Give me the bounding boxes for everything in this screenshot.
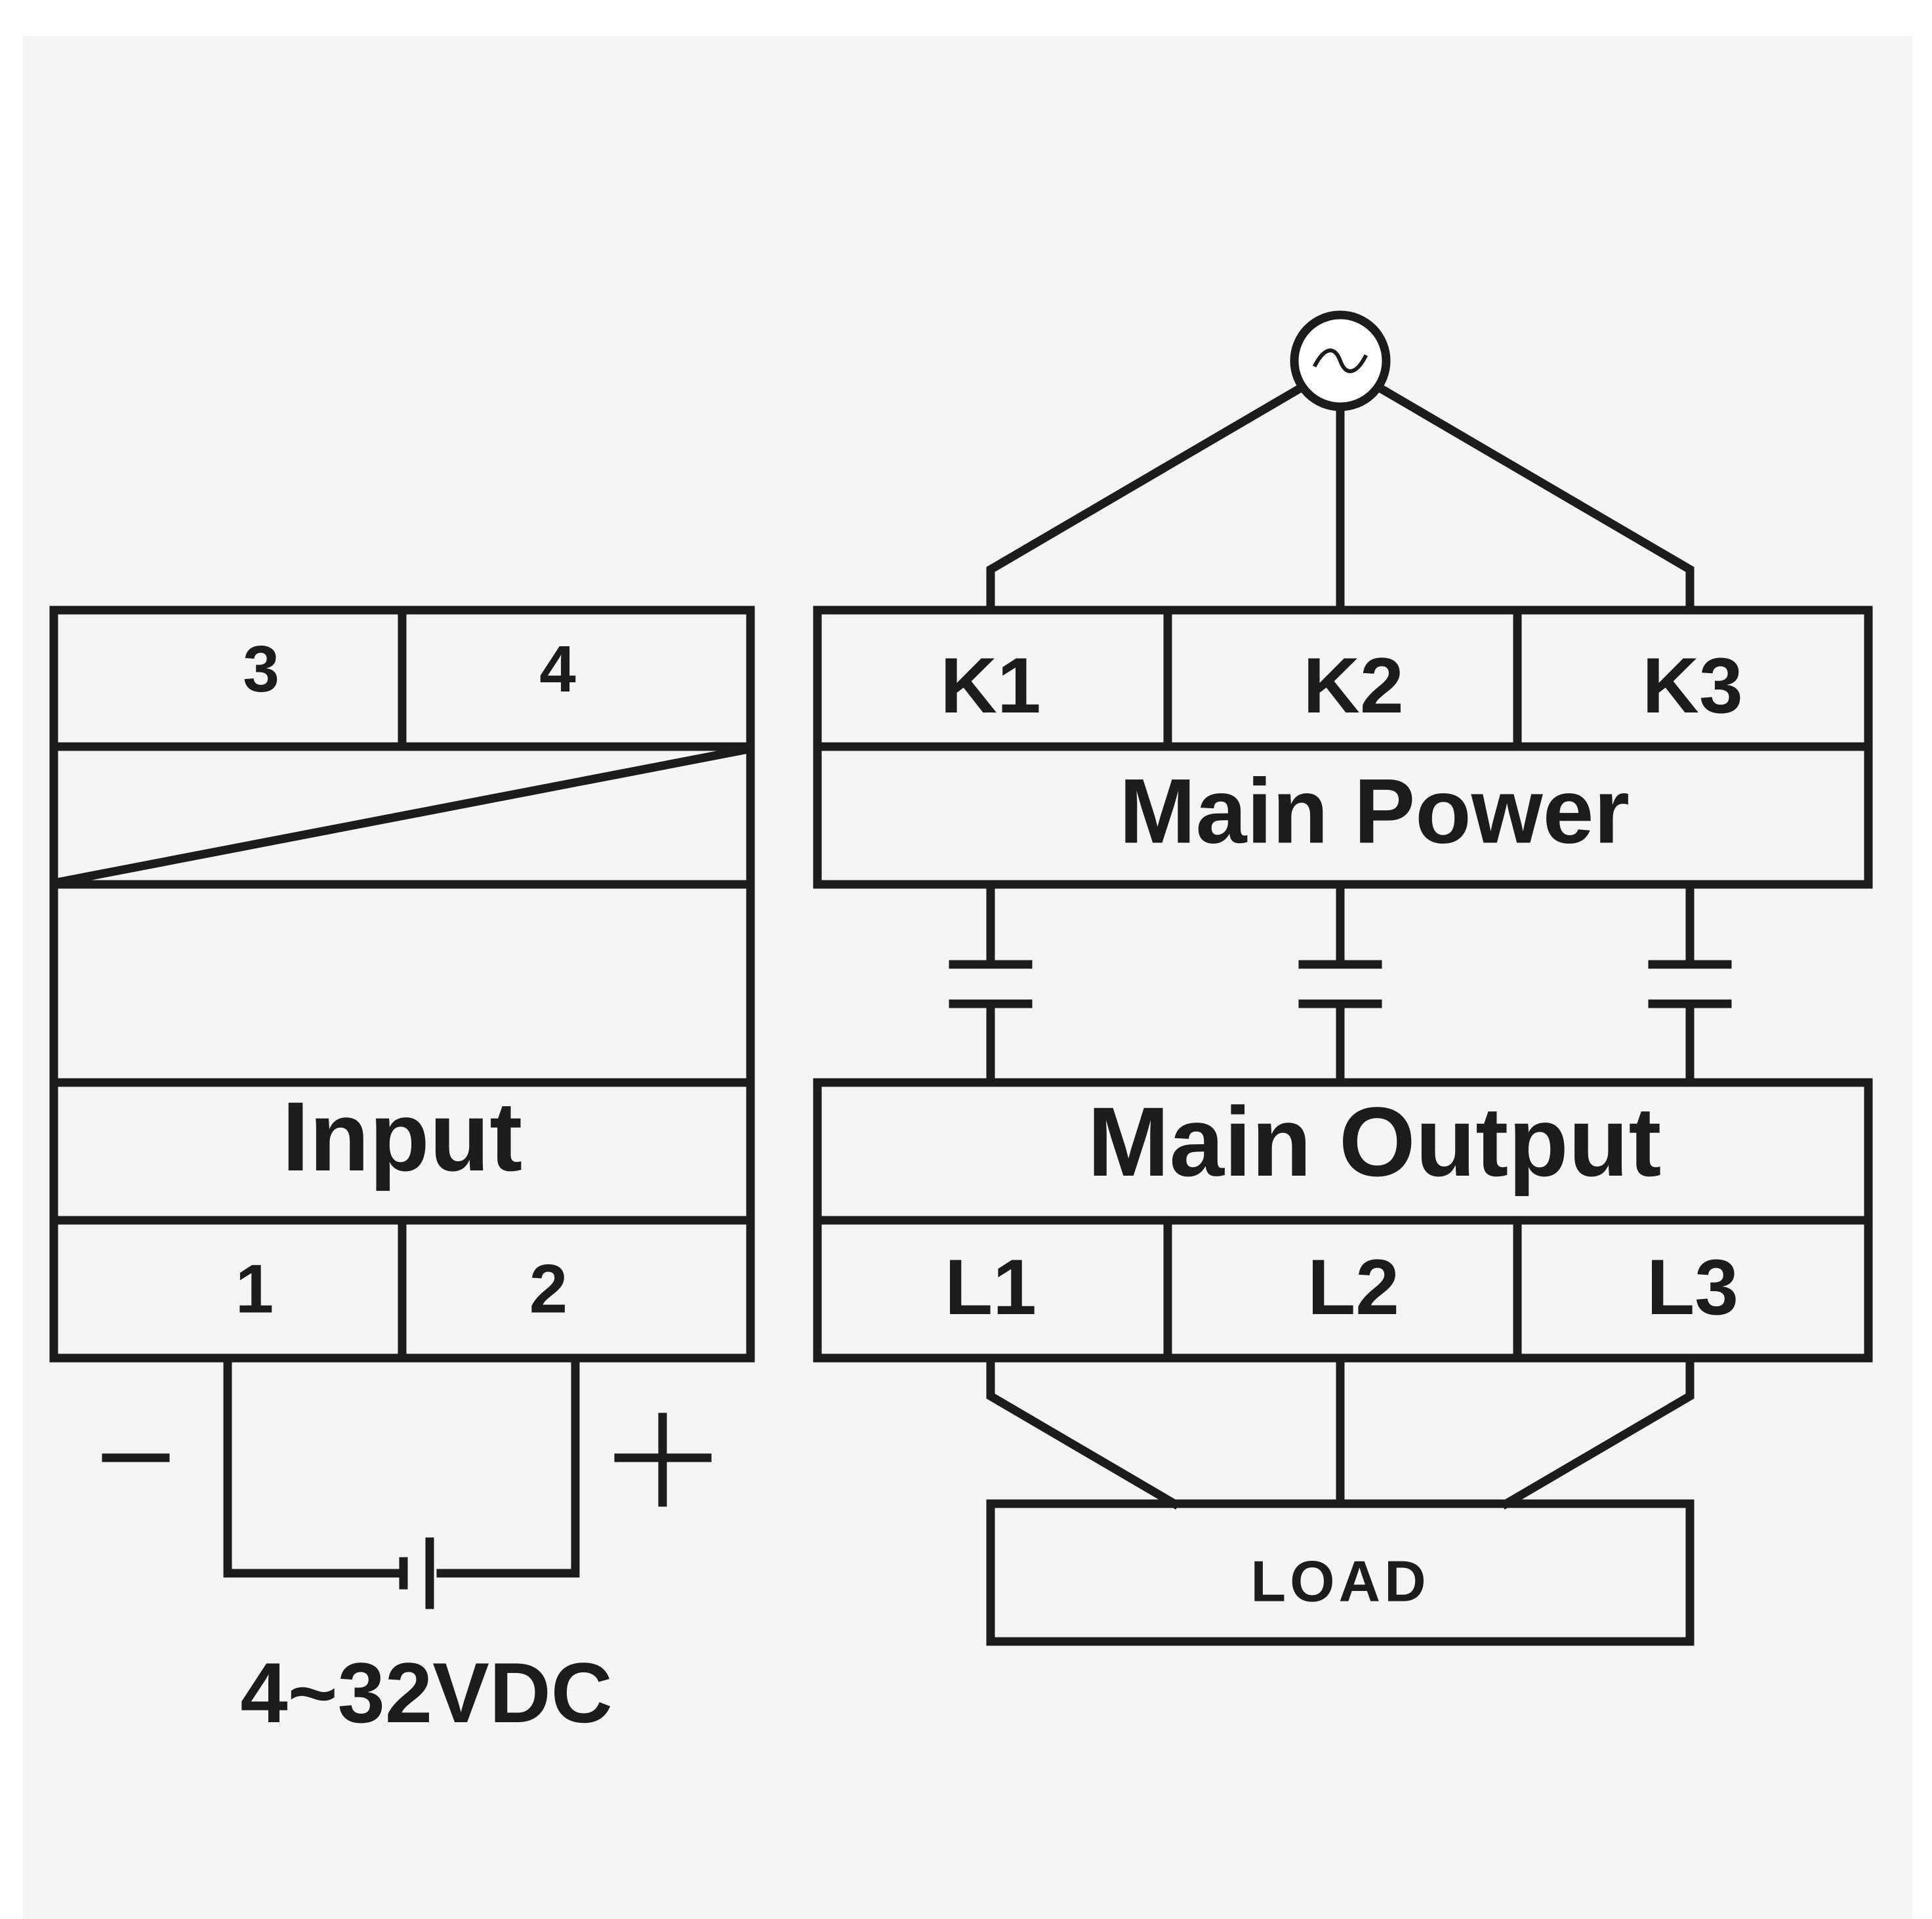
terminal-k2: K2 — [1303, 642, 1403, 730]
load-wiring — [986, 1353, 1695, 1646]
wire-l3 — [1500, 1353, 1695, 1510]
dc-supply-wiring — [102, 1353, 712, 1609]
wire-positive — [436, 1353, 580, 1578]
contact-icon — [1648, 880, 1732, 1087]
contact-icon — [949, 880, 1033, 1087]
terminal-l2: L2 — [1307, 1243, 1399, 1331]
main-power-title: Main Power — [1119, 760, 1630, 863]
input-terminal-1: 1 — [236, 1251, 274, 1328]
terminal-l1: L1 — [945, 1243, 1037, 1331]
input-title: Input — [282, 1081, 523, 1191]
input-terminal-3: 3 — [243, 632, 279, 706]
terminal-l3: L3 — [1647, 1243, 1738, 1331]
input-diagonal-line — [55, 744, 753, 887]
load-label: LOAD — [1250, 1549, 1429, 1614]
plus-icon — [614, 1413, 712, 1507]
input-module — [49, 606, 755, 1363]
contact-icon — [1298, 880, 1382, 1087]
wire-k1 — [986, 381, 1308, 615]
diagram-background — [23, 36, 1912, 1919]
terminal-k3: K3 — [1642, 642, 1742, 730]
ac-wave-icon — [1312, 348, 1368, 373]
ac-supply-wiring — [986, 310, 1695, 615]
load-box — [986, 1499, 1695, 1646]
main-output-title: Main Output — [1088, 1086, 1662, 1197]
voltage-label: 4~32VDC — [240, 1645, 612, 1741]
terminal-k1: K1 — [940, 642, 1040, 730]
input-terminal-4: 4 — [539, 632, 576, 706]
wire-k3 — [1372, 381, 1695, 615]
input-terminal-2: 2 — [529, 1251, 567, 1328]
battery-icon — [399, 1537, 434, 1609]
wire-negative — [223, 1353, 408, 1578]
wire-l1 — [986, 1353, 1180, 1510]
